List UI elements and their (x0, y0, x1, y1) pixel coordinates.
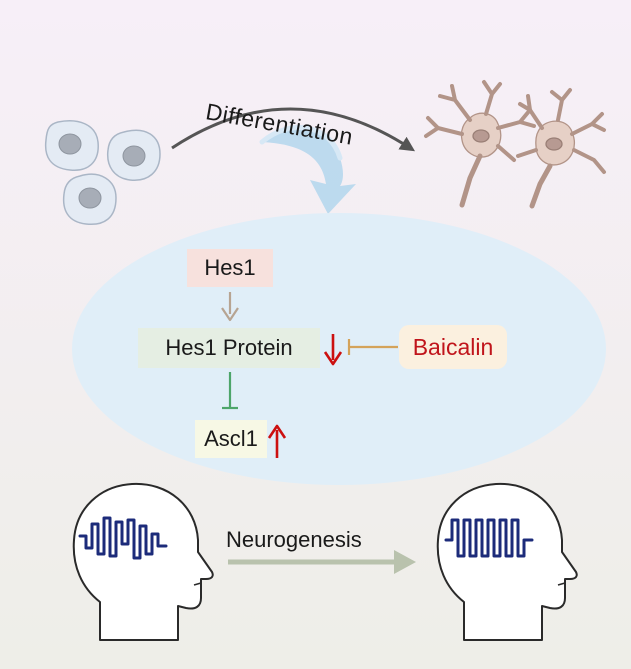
head-right (436, 482, 578, 641)
baicalin-inhibition (347, 339, 398, 355)
down-arrow (323, 334, 343, 366)
baicalin-box (399, 325, 507, 369)
hes1-protein-box (138, 328, 320, 368)
activation-arrow (221, 292, 239, 322)
neurogenesis-label: Neurogenesis (226, 527, 362, 552)
stem-cell (44, 120, 99, 171)
stem-cells (44, 120, 161, 226)
curved-arrow (259, 125, 356, 214)
hes1-protein-label: Hes1 Protein (165, 335, 293, 360)
hes1-label: Hes1 (204, 255, 256, 280)
ascl1-label: Ascl1 (204, 426, 258, 451)
brain-wave-regular (444, 518, 534, 558)
hes1-box (187, 249, 273, 287)
baicalin-label: Baicalin (412, 333, 494, 360)
neuron (424, 80, 536, 208)
ascl1-box (195, 420, 267, 458)
brain-wave-irregular (78, 516, 168, 560)
neurons (424, 80, 606, 209)
hes1-protein-inhibition (222, 372, 238, 410)
stem-cell (62, 173, 117, 226)
differentiation-arrow (171, 107, 416, 152)
up-arrow (267, 424, 287, 458)
neuron (516, 88, 606, 209)
stem-cell (106, 129, 161, 181)
neurogenesis-arrow (228, 550, 416, 574)
head-left (72, 482, 214, 641)
